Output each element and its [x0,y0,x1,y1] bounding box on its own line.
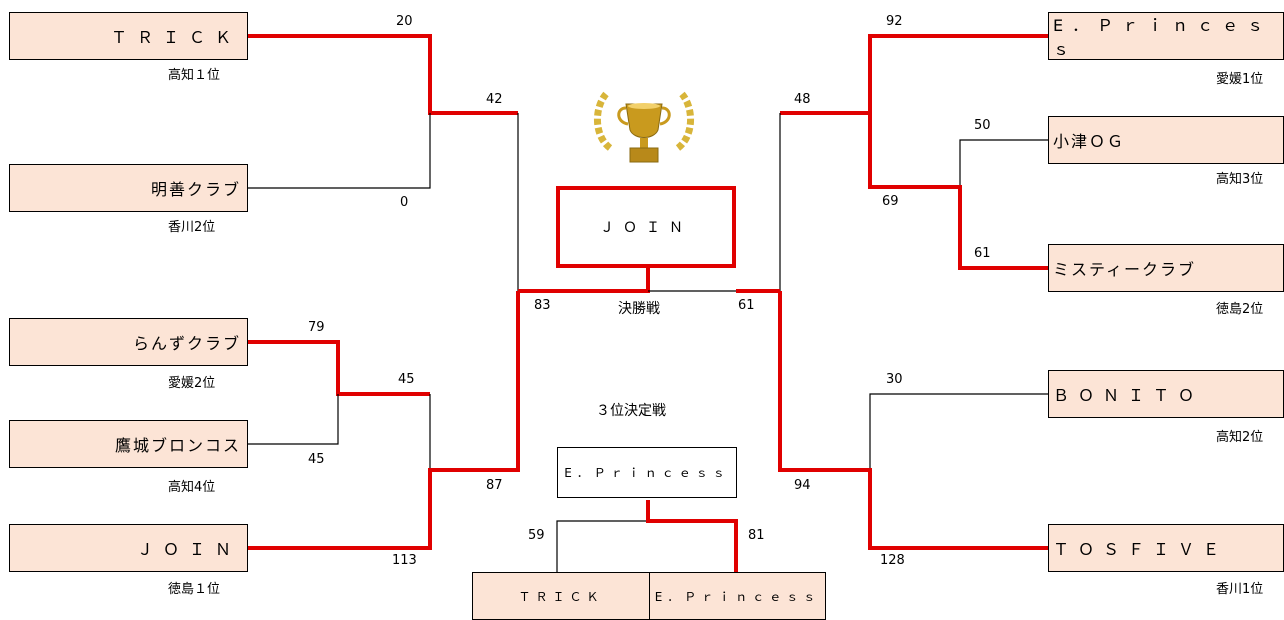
score-r-semi-top: 48 [794,92,811,107]
score-r5: 128 [880,553,905,568]
team-name: 明善クラブ [150,180,241,199]
line-r4 [869,393,1048,470]
score-r3: 61 [974,246,991,261]
line-third-left [556,500,649,572]
team-name: ＪＯＩＮ [136,540,241,559]
line-l4 [248,394,339,445]
line-third-right [646,500,738,572]
team-seed: 高知4位 [168,480,216,495]
score-r-semi-bottom: 94 [794,478,811,493]
team-box-l5: ＪＯＩＮ [9,524,248,572]
line-l2 [248,113,431,189]
score-r4: 30 [886,372,903,387]
team-seed: 香川1位 [1216,582,1264,597]
score-r2: 50 [974,118,991,133]
score-l2: 0 [400,195,409,210]
score-l34: 45 [398,372,415,387]
team-name: ＢＯＮＩＴＯ [1053,386,1204,405]
team-box-l3: らんずクラブ [9,318,248,366]
line-l3 [248,340,430,396]
team-seed: 高知3位 [1216,172,1264,187]
team-seed: 香川2位 [168,220,216,235]
team-box-r5: ＴＯＳＦＩＶＥ [1048,524,1284,572]
team-seed: 愛媛2位 [168,376,216,391]
team-seed: 徳島2位 [1216,302,1264,317]
line-r1 [780,34,1048,115]
team-name: らんずクラブ [132,334,241,353]
score-r-final: 61 [738,298,755,313]
score-l5: 113 [392,553,417,568]
line-l1 [248,34,518,115]
third-team-right-box: E．Ｐｒｉｎｃｅｓｓ [649,572,826,620]
third-place-label: ３位決定戦 [596,403,666,419]
team-box-r3: ミスティークラブ [1048,244,1284,292]
team-name: ミスティークラブ [1053,260,1197,279]
third-team-right: E．Ｐｒｉｎｃｅｓｓ [654,589,821,604]
score-l1: 20 [396,14,413,29]
champion-box: ＪＯＩＮ [556,186,736,268]
trophy-icon [593,91,695,163]
line-final-left [518,268,650,293]
score-l3: 79 [308,320,325,335]
score-r1: 92 [886,14,903,29]
team-seed: 愛媛1位 [1216,72,1264,87]
score-r23: 69 [882,194,899,209]
team-name: ＴＲＩＣＫ [110,28,241,47]
line-r3 [868,113,1048,270]
team-box-l2: 明善クラブ [9,164,248,212]
team-name: 小津ＯＧ [1053,132,1126,151]
team-box-r4: ＢＯＮＩＴＯ [1048,370,1284,418]
team-name: ＴＯＳＦＩＶＥ [1053,540,1229,559]
third-team-left: ＴＲＩＣＫ [518,589,604,604]
team-name: E．Ｐｒｉｎｃｅｓｓ [1053,16,1273,59]
line-r5 [778,291,1048,550]
line-r2 [959,139,1048,187]
score-l-semi-bottom: 87 [486,478,503,493]
score-third-left: 59 [528,528,545,543]
third-place-winner: E．Ｐｒｉｎｃｅｓｓ [564,466,730,480]
score-l4: 45 [308,452,325,467]
champion-name: ＪＯＩＮ [600,220,692,236]
team-seed: 高知１位 [168,68,221,83]
score-l-final: 83 [534,298,551,313]
line-l5 [248,291,520,550]
third-team-left-box: ＴＲＩＣＫ [472,572,650,620]
team-box-l1: ＴＲＩＣＫ [9,12,248,60]
final-label: 決勝戦 [618,301,660,317]
team-seed: 徳島１位 [168,582,221,597]
third-place-winner-box: E．Ｐｒｉｎｃｅｓｓ [557,447,737,498]
score-l-semi-top: 42 [486,92,503,107]
team-box-r1: E．Ｐｒｉｎｃｅｓｓ [1048,12,1284,60]
score-third-right: 81 [748,528,765,543]
team-seed: 高知2位 [1216,430,1264,445]
team-name: 鷹城ブロンコス [114,436,241,455]
team-box-l4: 鷹城ブロンコス [9,420,248,468]
team-box-r2: 小津ＯＧ [1048,116,1284,164]
